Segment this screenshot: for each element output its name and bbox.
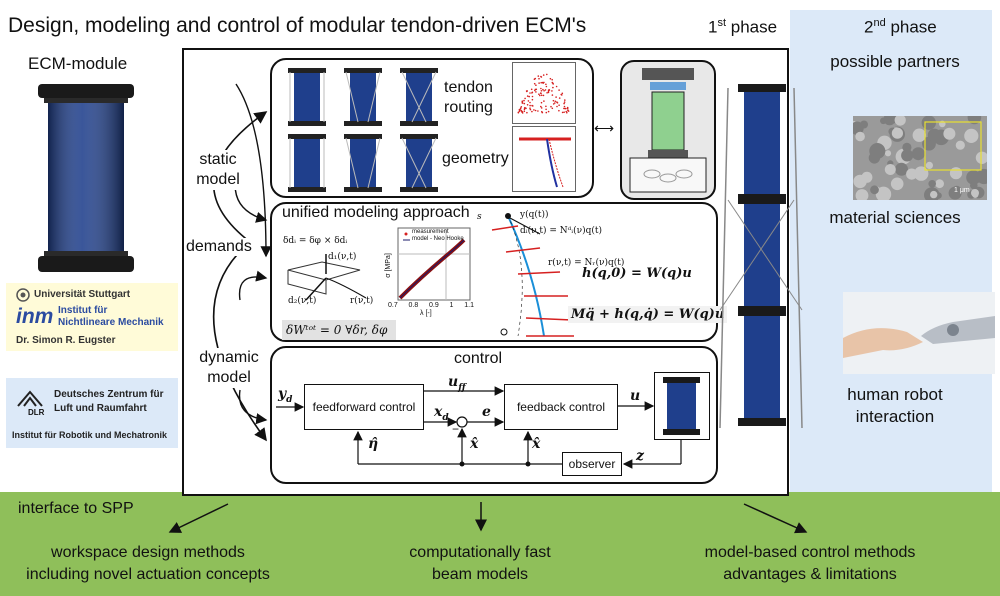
interface-spp-label: interface to SPP — [18, 500, 134, 517]
plot-legend-model: model - Neo Hooke — [412, 236, 464, 242]
plant-robot-illustration — [663, 377, 700, 435]
inm-logo: inm — [16, 305, 54, 328]
summing-minus-sign: − — [452, 422, 460, 436]
r-label: r(ν,t) — [350, 296, 374, 306]
ecm-module-thumbnail — [294, 138, 320, 188]
signal-u: u — [630, 388, 641, 404]
control-signal-lines — [276, 386, 682, 469]
signal-xd: xd — [434, 404, 449, 423]
signal-x-hat-2: x̂ — [532, 436, 541, 452]
cad-model-illustration — [629, 68, 707, 193]
unified-modeling-title: unified modeling approach — [282, 204, 470, 221]
workspace-scatter-plot — [512, 62, 576, 124]
static-equation: h(q,0) = W(q)u — [582, 266, 692, 281]
plot-legend-measurement: measurement — [412, 229, 449, 235]
outcome-arrows — [168, 502, 808, 534]
geometry-label: geometry — [442, 150, 509, 167]
signal-e: e — [482, 404, 491, 420]
handshake-photo — [843, 292, 995, 374]
ecm-module-thumbnail — [294, 72, 320, 122]
dlr-logo-icon — [17, 390, 43, 407]
dlr-logo-text: DLR — [28, 408, 45, 417]
phase2-label: 2nd phase — [864, 17, 937, 37]
ecm-module-thumbnail — [350, 72, 376, 122]
university-seal-icon — [16, 288, 30, 302]
ecm-module-thumbnail — [350, 138, 376, 188]
material-micrograph — [853, 116, 987, 200]
signal-uff: uff — [448, 374, 466, 393]
cad-model-panel — [620, 60, 716, 200]
virtual-work-equation: δWᵗᵒᵗ = 0 ∀δr, δφ — [282, 320, 396, 340]
signal-z: z — [636, 448, 644, 464]
contact-person: Dr. Simon R. Eugster — [16, 335, 116, 346]
demands-label: demands — [186, 238, 252, 256]
ecm-module-thumbnail — [406, 138, 432, 188]
possible-partners-label: possible partners — [830, 52, 960, 71]
y-of-q-label: y(q(t)) — [520, 210, 549, 220]
d2-label: d₂(ν,t) — [288, 296, 317, 306]
signal-yd: yd — [278, 386, 293, 405]
phase1-label: 1st phase — [708, 17, 778, 37]
d1-label: d₁(ν,t) — [328, 252, 357, 262]
link-arrow: ⟷ — [594, 120, 615, 136]
feedforward-control-block: feedforward control — [304, 384, 424, 430]
beam-kinematics-sketch — [491, 213, 574, 337]
material-sciences-label: material sciences — [829, 208, 961, 227]
ecm-stack-photo — [719, 84, 803, 429]
micrograph-scale-label: 1 μm — [954, 187, 970, 194]
dynamic-equation: Mq̈ + h(q,q̇) = W(q)u — [568, 306, 728, 323]
plot-y-label: σ [MPa] — [384, 253, 392, 278]
observer-block: observer — [562, 452, 622, 476]
ecm-module-photo — [38, 84, 134, 272]
delta-d-equation: δdᵢ = δφ × δdᵢ — [283, 236, 348, 246]
dlr-institute: Institut für Robotik und Mechatronik — [12, 430, 167, 440]
ecm-module-label: ECM-module — [28, 54, 128, 73]
plot-x-label: λ [-] — [420, 310, 432, 317]
stress-stretch-plot — [397, 227, 471, 301]
ecm-module-thumbnail — [406, 72, 432, 122]
signal-x-hat-1: x̂ — [470, 436, 479, 452]
signal-eta-hat: η̂ — [368, 436, 379, 452]
tendon-routing-variants — [288, 68, 438, 192]
director-equation: dᵢ(ν,t) = Nᵈᵢ(ν)q(t) — [520, 226, 602, 236]
university-name: Universität Stuttgart — [34, 289, 131, 300]
feedback-control-block: feedback control — [504, 384, 618, 430]
control-title: control — [454, 350, 503, 367]
outcomes-band — [0, 492, 1000, 596]
position-equation: r(ν,t) = Nᵣ(ν)q(t) — [548, 258, 625, 268]
arc-length-label: s — [477, 212, 482, 222]
plant-block — [654, 372, 710, 440]
phase2-background — [790, 10, 992, 492]
beam-cross-section-sketch — [287, 254, 367, 301]
page-title: Design, modeling and control of modular … — [8, 14, 587, 37]
geometry-deflection-plot — [512, 126, 576, 192]
